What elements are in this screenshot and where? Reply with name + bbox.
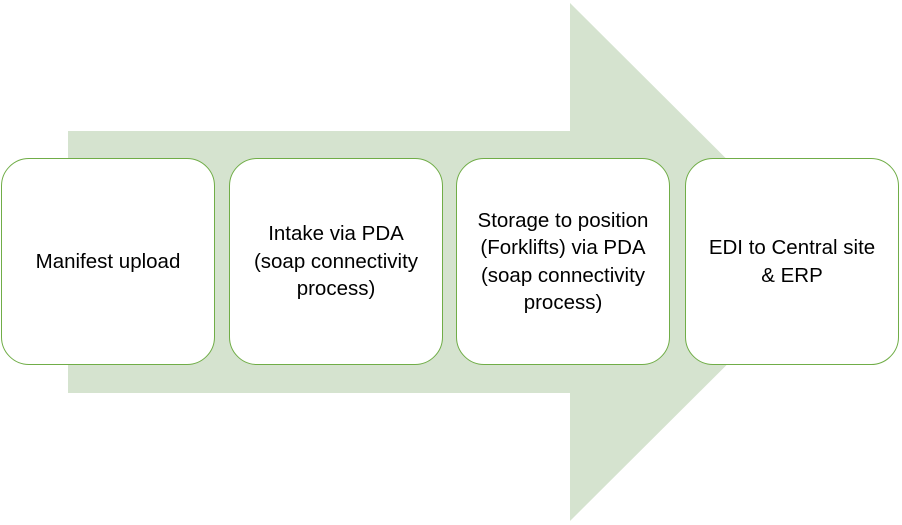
step-box-manifest-upload: Manifest upload	[1, 158, 215, 365]
step-box-storage-to-position: Storage to position (Forklifts) via PDA …	[456, 158, 670, 365]
step-box-intake-via-pda: Intake via PDA (soap connectivity proces…	[229, 158, 443, 365]
step-label: Manifest upload	[35, 249, 181, 273]
step-label: EDI to Central site & ERP	[708, 236, 876, 287]
step-label: Intake via PDA (soap connectivity proces…	[253, 222, 419, 301]
step-label: Storage to position (Forklifts) via PDA …	[477, 208, 649, 315]
step-box-edi-to-central-site: EDI to Central site & ERP	[685, 158, 899, 365]
flow-arrow-shape	[68, 3, 830, 521]
